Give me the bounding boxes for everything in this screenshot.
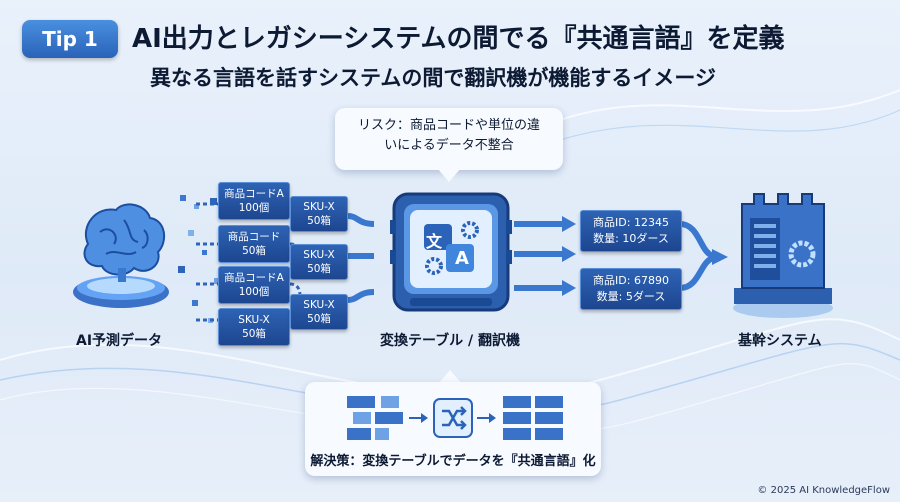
core-system-label: 基幹システム (738, 333, 822, 349)
record-qty: 数量: 5ダース (596, 290, 666, 303)
record-code: SKU-X (303, 299, 335, 311)
flow-connectors-right (514, 216, 728, 296)
solution-text: 解決策：変換テーブルでデータを『共通言語』化 (310, 454, 596, 469)
output-record: 商品ID: 67890 数量: 5ダース (580, 268, 682, 310)
solution-bubble: 解決策：変換テーブルでデータを『共通言語』化 (305, 382, 601, 476)
record-qty: 50箱 (242, 328, 266, 340)
page-subtitle: 異なる言語を話すシステムの間で翻訳機が機能するイメージ (150, 66, 716, 90)
after-blocks-icon (503, 396, 563, 440)
record-code: SKU-X (238, 314, 270, 326)
solution-bubble-pointer (438, 370, 462, 384)
record-code: 商品コードA (224, 272, 284, 284)
shuffle-icon (433, 398, 473, 438)
record-qty: 50箱 (307, 215, 331, 227)
record-code: SKU-X (303, 201, 335, 213)
output-record: 商品ID: 12345 数量: 10ダース (580, 210, 682, 252)
risk-bubble-pointer (437, 168, 461, 182)
source-record: SKU-X 50箱 (218, 308, 290, 346)
sku-record: SKU-X 50箱 (290, 294, 348, 330)
page-title: AI出力とレガシーシステムの間でる『共通言語』を定義 (132, 24, 785, 54)
risk-bubble: リスク：商品コードや単位の違 いによるデータ不整合 (335, 108, 563, 170)
sku-record: SKU-X 50箱 (290, 244, 348, 280)
record-qty: 100個 (238, 202, 270, 214)
record-qty: 50箱 (242, 245, 266, 257)
before-blocks-icon (347, 396, 403, 440)
record-code: 商品コード (227, 231, 281, 243)
record-qty: 100個 (238, 286, 270, 298)
record-code: 商品コードA (224, 188, 284, 200)
record-qty: 50箱 (307, 313, 331, 325)
source-record: 商品コード 50箱 (218, 225, 290, 263)
translate-glyph-left: 文 (426, 232, 443, 251)
record-qty: 数量: 10ダース (593, 232, 669, 245)
ai-data-label: AI予測データ (76, 333, 163, 349)
core-system-tower-icon (733, 193, 833, 318)
record-qty: 50箱 (307, 263, 331, 275)
translate-glyph-right: A (455, 248, 469, 269)
record-id: 商品ID: 12345 (593, 216, 669, 229)
translator-label: 変換テーブル / 翻訳機 (380, 333, 521, 349)
record-code: SKU-X (303, 249, 335, 261)
translator-device-icon (390, 192, 512, 312)
risk-text-line2: いによるデータ不整合 (384, 138, 514, 153)
arrow-right-icon (409, 413, 428, 423)
risk-text-line1: リスク：商品コードや単位の違 (357, 118, 540, 133)
record-id: 商品ID: 67890 (593, 274, 669, 287)
source-record: 商品コードA 100個 (218, 266, 290, 304)
copyright-text: © 2025 AI KnowledgeFlow (757, 485, 890, 496)
source-record: 商品コードA 100個 (218, 182, 290, 220)
arrow-right-icon (477, 413, 496, 423)
tip-badge: Tip 1 (22, 20, 118, 58)
brain-icon (73, 203, 169, 308)
sku-record: SKU-X 50箱 (290, 196, 348, 232)
